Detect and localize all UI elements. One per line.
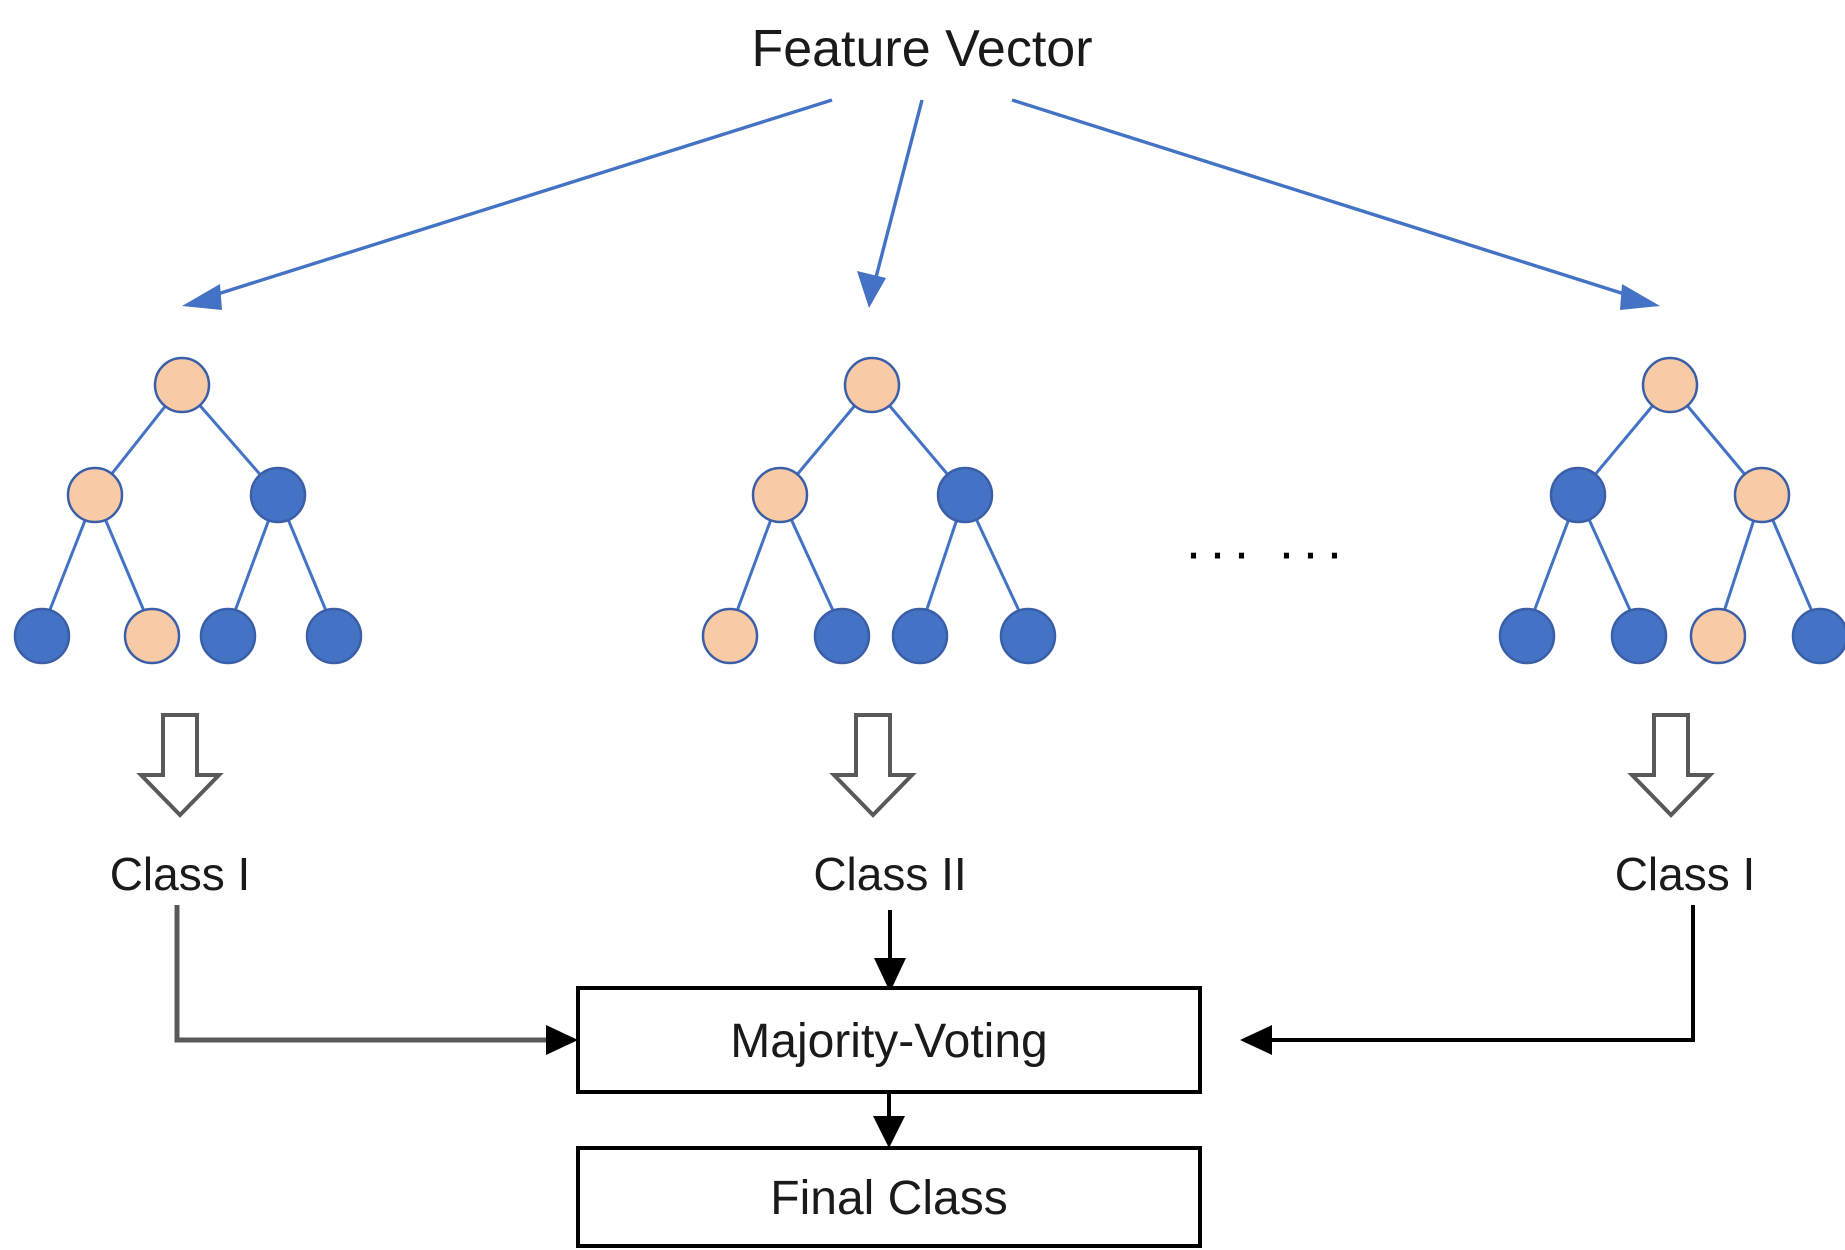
tree-3-leaf-1 — [1498, 607, 1556, 665]
ellipsis-label: ··· ··· — [1185, 522, 1350, 582]
tree-3-output-label: Class I — [1615, 848, 1756, 900]
tree-3-node-l2 — [1733, 466, 1791, 524]
arrowhead-icon — [873, 1116, 905, 1148]
tree-3-leaf-3 — [1689, 607, 1747, 665]
majority-voting-label: Majority-Voting — [730, 1015, 1047, 1068]
down-block-arrow-icon-tree-3 — [1627, 713, 1715, 818]
tree-2-leaf-2 — [813, 607, 871, 665]
arrowhead-icon — [546, 1025, 578, 1055]
tree-1-node-root — [153, 356, 211, 414]
tree-1-leaf-1 — [13, 607, 71, 665]
final-class-label: Final Class — [770, 1172, 1007, 1225]
tree-3-leaf-4 — [1791, 607, 1845, 665]
tree-3-node-l1 — [1549, 466, 1607, 524]
down-block-arrow-icon-tree-1 — [136, 713, 224, 818]
diagram-title: Feature Vector — [751, 20, 1092, 78]
final-class-box[interactable]: Final Class — [576, 1146, 1202, 1248]
tree-2-node-l2 — [936, 466, 994, 524]
tree-3 — [1498, 356, 1845, 665]
tree-2-leaf-3 — [891, 607, 949, 665]
down-block-arrow-icon-tree-2 — [829, 713, 917, 818]
connector-tree-1-to-voting — [174, 905, 578, 1055]
arrowhead-icon — [874, 958, 906, 992]
tree-1-leaf-3 — [199, 607, 257, 665]
connector-tree-2-to-voting — [874, 910, 906, 992]
tree-1-leaf-2 — [123, 607, 181, 665]
tree-2 — [701, 356, 1057, 665]
tree-2-node-root — [843, 356, 901, 414]
feature-vector-arrow-left — [182, 98, 833, 310]
arrowhead-icon — [1620, 284, 1660, 310]
feature-vector-arrow-right — [1011, 98, 1660, 310]
tree-3-leaf-2 — [1610, 607, 1668, 665]
connector-tree-3-to-voting — [1240, 905, 1695, 1055]
tree-1 — [13, 356, 363, 665]
tree-1-output-label: Class I — [110, 848, 251, 900]
feature-vector-arrow-middle — [857, 99, 924, 308]
arrowhead-icon — [857, 271, 886, 308]
arrowhead-icon — [182, 284, 222, 310]
connector-voting-to-final — [873, 1092, 905, 1148]
tree-2-leaf-1 — [701, 607, 759, 665]
arrowhead-icon — [1240, 1025, 1272, 1055]
tree-3-node-root — [1641, 356, 1699, 414]
tree-1-node-l2 — [249, 466, 307, 524]
tree-2-leaf-4 — [999, 607, 1057, 665]
tree-2-output-label: Class II — [813, 848, 966, 900]
tree-1-node-l1 — [66, 466, 124, 524]
tree-2-node-l1 — [751, 466, 809, 524]
tree-1-leaf-4 — [305, 607, 363, 665]
majority-voting-box[interactable]: Majority-Voting — [576, 986, 1202, 1094]
